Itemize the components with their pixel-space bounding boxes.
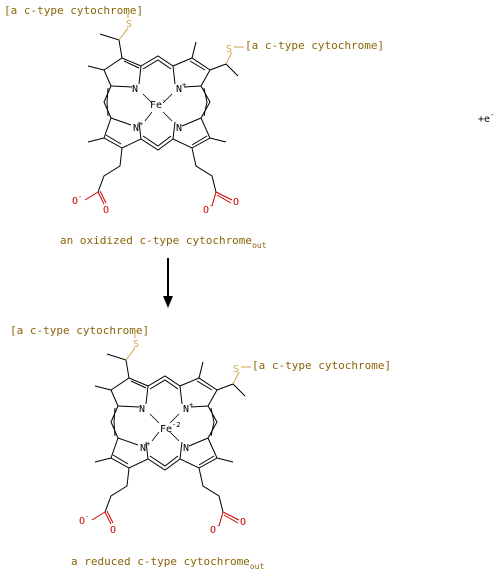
product-molecule: Fe-2 [a c-type cytochrome] [a c-type cyt… xyxy=(10,324,391,571)
product-name: a reduced c-type cytochromeout xyxy=(71,555,264,571)
compartment-label: out xyxy=(250,562,265,571)
iron-atom: Fe-2 xyxy=(160,421,180,435)
cytochrome-attachment-label: [a c-type cytochrome] xyxy=(252,359,391,372)
reactant-molecule: Fe- [a c-type cytochrome] [a c-type cyto… xyxy=(4,4,384,250)
electron-label: +e- xyxy=(478,111,494,125)
electron-coreactant: +e- xyxy=(478,111,494,125)
iron-atom: Fe- xyxy=(150,97,166,111)
cytochrome-attachment-label: [a c-type cytochrome] xyxy=(4,4,143,17)
reactant-name: an oxidized c-type cytochromeout xyxy=(60,234,267,250)
compartment-label: out xyxy=(252,241,267,250)
reaction-arrow xyxy=(163,258,173,308)
cytochrome-attachment-label: [a c-type cytochrome] xyxy=(10,324,149,337)
cytochrome-attachment-label: [a c-type cytochrome] xyxy=(245,39,384,52)
